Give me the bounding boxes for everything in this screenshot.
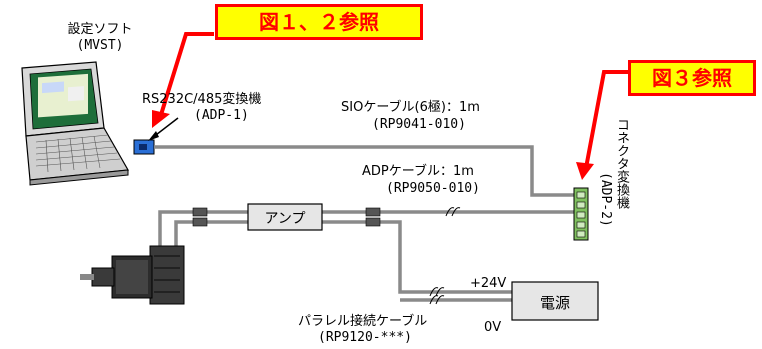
connector-code: (ADP-2) [598,172,613,227]
connector-block [573,187,589,241]
connector-name: コネクタ変換機 [614,118,629,209]
adp-cable-name: ADPケーブル：1m [362,164,474,179]
callout-arrow-fig3 [576,70,628,180]
cable-break-mark-parallel [429,287,445,305]
motor-icon [80,245,185,305]
sio-cable-code: (RP9041-010) [372,117,466,132]
amp-box [247,203,323,231]
cable-break-mark-adp [445,207,461,217]
amp-cables [158,210,512,302]
sio-cable [154,145,578,197]
callout-fig12: 図１、２参照 [215,4,423,40]
power-plus: +24V [470,276,507,291]
power-zero: 0V [484,320,502,335]
callout-arrow-fig12 [152,32,214,128]
callout-fig3: 図３参照 [628,60,756,96]
software-name: 設定ソフト [67,22,133,37]
parallel-cable-name: パラレル接続ケーブル [298,314,428,329]
power-box [511,281,599,321]
laptop-icon [21,61,129,186]
converter-code: (ADP-1) [194,108,249,123]
converter-name: RS232C/485変換機 [142,92,262,107]
adp-cable-code: (RP9050-010) [386,181,480,196]
sio-cable-name: SIOケーブル(6極)：1m [341,100,480,115]
converter-icon [133,139,155,155]
parallel-cable-code: (RP9120-***) [318,330,412,345]
power-label: 電源 [539,294,570,312]
amp-label: アンプ [264,211,306,227]
software-code: (MVST) [76,38,124,53]
converter-pointer-arrow [148,117,179,141]
cable-plugs [192,207,381,227]
